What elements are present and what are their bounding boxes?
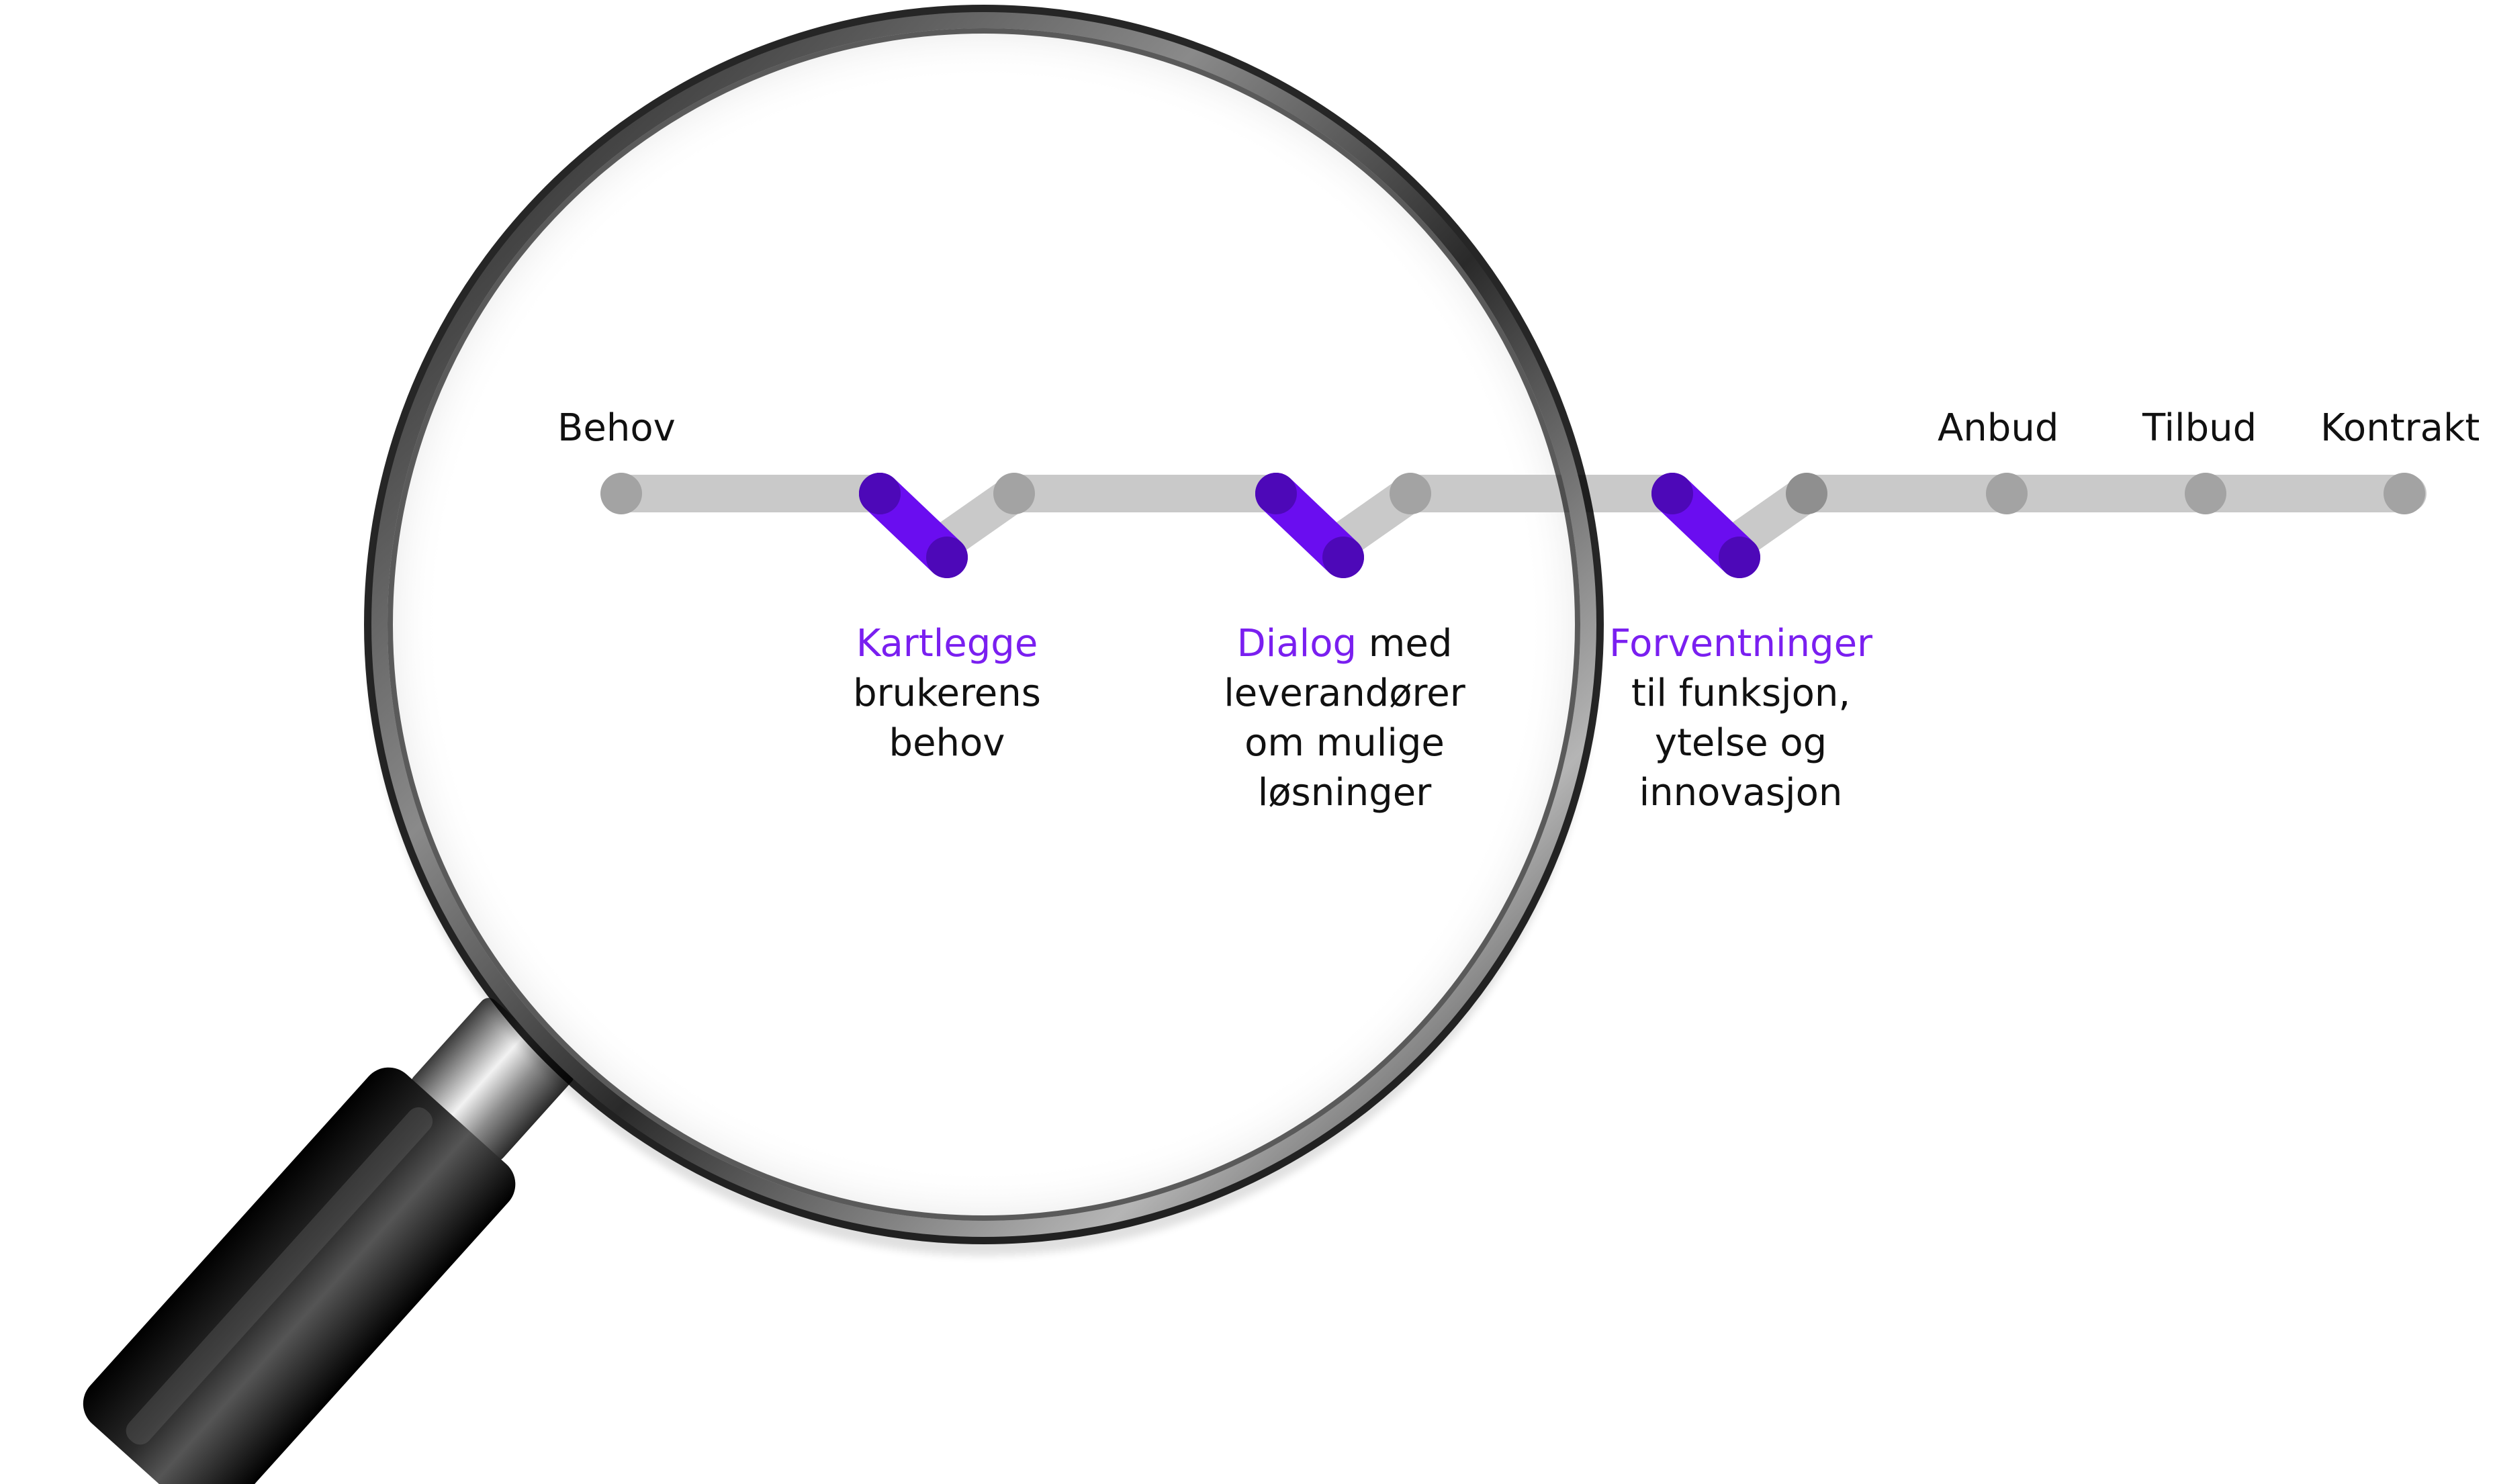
step-forventninger-highlight: Forventninger xyxy=(1608,622,1873,665)
step-kartlegge-line: brukerens xyxy=(853,671,1041,715)
accent-endpoints xyxy=(859,473,1760,578)
step-forventninger: Forventninger til funksjon, ytelse og in… xyxy=(1609,619,1872,818)
node-kontrakt xyxy=(2384,473,2425,514)
magnifier-rim xyxy=(364,5,1604,1244)
step-dialog-highlight: Dialog xyxy=(1236,622,1357,665)
node-anbud xyxy=(1986,473,2028,514)
magnifying-glass-icon xyxy=(83,20,1598,1484)
step-kartlegge-line: behov xyxy=(889,721,1005,765)
label-kontrakt: Kontrakt xyxy=(2320,406,2480,450)
label-tilbud: Tilbud xyxy=(2142,406,2257,450)
step-forventninger-line: til funksjon, xyxy=(1631,671,1851,715)
step-dialog-line: om mulige xyxy=(1244,721,1445,765)
step-forventninger-line: innovasjon xyxy=(1639,771,1843,815)
node-behov xyxy=(600,473,642,514)
step-forventninger-line: ytelse og xyxy=(1654,721,1827,765)
label-anbud: Anbud xyxy=(1938,406,2059,450)
step-kartlegge-highlight: Kartlegge xyxy=(856,622,1038,665)
timeline-nodes xyxy=(600,473,2425,514)
label-behov: Behov xyxy=(557,406,676,450)
step-dialog: Dialog med leverandører om mulige løsnin… xyxy=(1224,619,1465,818)
node-step-2-end xyxy=(1390,473,1431,514)
step-dialog-line: leverandører xyxy=(1224,671,1465,715)
step-kartlegge: Kartlegge brukerens behov xyxy=(853,619,1041,768)
node-step-3-end xyxy=(1786,473,1827,514)
step-dialog-line: løsninger xyxy=(1257,771,1432,815)
node-step-1-end xyxy=(993,473,1035,514)
node-tilbud xyxy=(2185,473,2226,514)
